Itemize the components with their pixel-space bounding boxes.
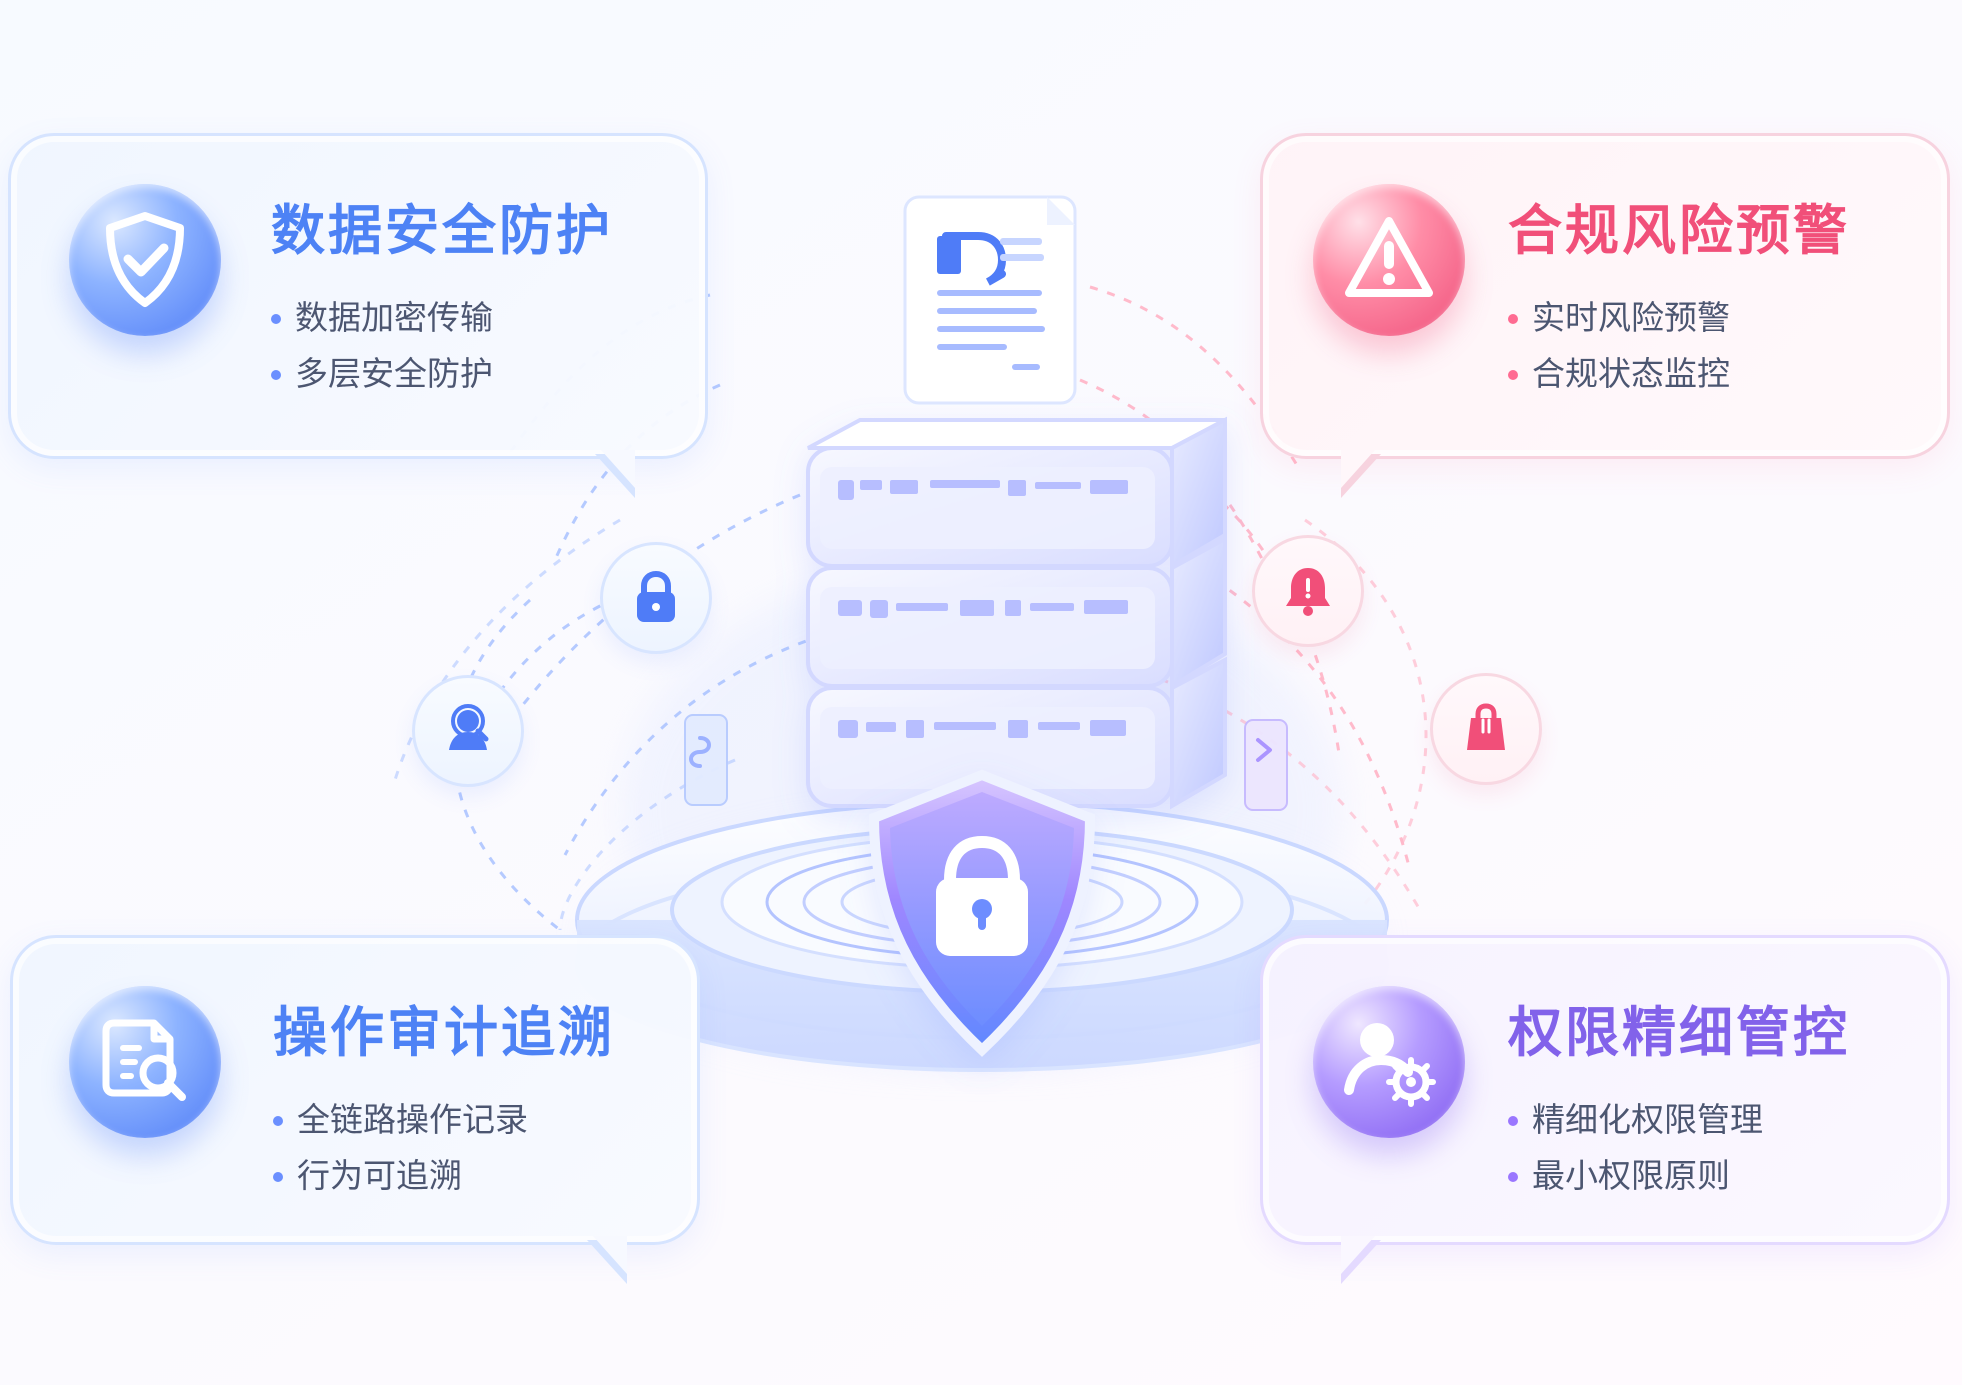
card-list-audit-trace: 全链路操作记录 行为可追溯 bbox=[273, 1092, 528, 1204]
list-item: 数据加密传输 bbox=[271, 290, 493, 346]
compliance-warning-card: 合规风险预警 实时风险预警 合规状态监控 bbox=[1260, 133, 1950, 498]
permission-control-card: 权限精细管控 精细化权限管理 最小权限原则 bbox=[1260, 935, 1950, 1284]
list-item: 多层安全防护 bbox=[271, 346, 493, 402]
list-item: 最小权限原则 bbox=[1508, 1148, 1763, 1204]
card-list-compliance-warning: 实时风险预警 合规状态监控 bbox=[1508, 290, 1730, 402]
user-search-bubble bbox=[412, 675, 524, 787]
document-search-icon bbox=[102, 1019, 186, 1101]
list-item: 行为可追溯 bbox=[273, 1148, 528, 1204]
list-item: 全链路操作记录 bbox=[273, 1092, 528, 1148]
list-item: 合规状态监控 bbox=[1508, 346, 1730, 402]
lock-bubble bbox=[600, 542, 712, 654]
list-item: 实时风险预警 bbox=[1508, 290, 1730, 346]
bell-alert-icon bbox=[1286, 568, 1330, 616]
bag-bubble bbox=[1430, 673, 1542, 785]
card-title-audit-trace: 操作审计追溯 bbox=[273, 1001, 615, 1064]
document-icon bbox=[903, 195, 1077, 405]
card-tail bbox=[1341, 450, 1381, 498]
card-title-compliance-warning: 合规风险预警 bbox=[1508, 199, 1850, 262]
card-title-permission-control: 权限精细管控 bbox=[1508, 1001, 1850, 1064]
bag-icon bbox=[1467, 703, 1505, 750]
card-list-permission-control: 精细化权限管理 最小权限原则 bbox=[1508, 1092, 1763, 1204]
user-gear-icon bbox=[1344, 1023, 1436, 1107]
document-search-icon bbox=[69, 986, 221, 1138]
warning-triangle-icon bbox=[1345, 217, 1433, 297]
shield-check-icon bbox=[106, 212, 184, 307]
card-title-data-security: 数据安全防护 bbox=[271, 199, 613, 262]
server-stack-icon bbox=[806, 416, 1227, 810]
data-security-card: 数据安全防护 数据加密传输 多层安全防护 bbox=[8, 133, 708, 498]
card-list-data-security: 数据加密传输 多层安全防护 bbox=[271, 290, 493, 402]
warning-triangle-icon bbox=[1313, 184, 1465, 336]
lock-icon bbox=[637, 570, 675, 622]
audit-trace-card: 操作审计追溯 全链路操作记录 行为可追溯 bbox=[10, 935, 700, 1284]
card-tail bbox=[595, 450, 635, 498]
alert-bubble bbox=[1252, 535, 1364, 647]
user-search-icon bbox=[449, 704, 489, 750]
list-item: 精细化权限管理 bbox=[1508, 1092, 1763, 1148]
card-tail bbox=[587, 1236, 627, 1284]
card-tail bbox=[1341, 1236, 1381, 1284]
user-gear-icon bbox=[1313, 986, 1465, 1138]
shield-lock-icon bbox=[868, 769, 1096, 1057]
shield-check-icon bbox=[69, 184, 221, 336]
